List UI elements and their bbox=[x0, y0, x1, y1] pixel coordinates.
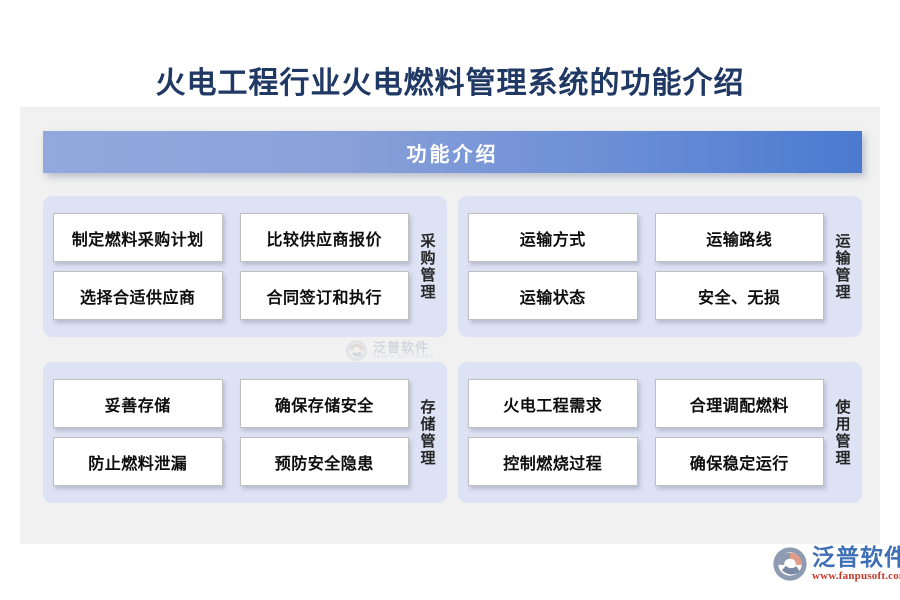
feature-box[interactable]: 运输状态 bbox=[468, 271, 638, 320]
panel-procurement[interactable]: 制定燃料采购计划 比较供应商报价 选择合适供应商 合同签订和执行 采购管理 bbox=[43, 196, 447, 337]
brand-logo: 泛普软件 www.fanpusoft.com bbox=[772, 546, 900, 582]
feature-box[interactable]: 选择合适供应商 bbox=[53, 271, 223, 320]
feature-box[interactable]: 控制燃烧过程 bbox=[468, 437, 638, 486]
feature-box[interactable]: 火电工程需求 bbox=[468, 379, 638, 428]
brand-name: 泛普软件 bbox=[812, 545, 900, 570]
panel-storage-boxes: 妥善存储 确保存储安全 防止燃料泄漏 预防安全隐患 bbox=[53, 362, 409, 503]
page-title: 火电工程行业火电燃料管理系统的功能介绍 bbox=[155, 67, 745, 100]
feature-box[interactable]: 确保存储安全 bbox=[239, 379, 409, 428]
panel-procurement-boxes: 制定燃料采购计划 比较供应商报价 选择合适供应商 合同签订和执行 bbox=[53, 196, 409, 337]
feature-box[interactable]: 防止燃料泄漏 bbox=[53, 437, 223, 486]
diagram-canvas: 功能介绍 制定燃料采购计划 比较供应商报价 选择合适供应商 合同签订和执行 采购… bbox=[20, 107, 880, 544]
feature-box[interactable]: 妥善存储 bbox=[53, 379, 223, 428]
panel-procurement-label: 采购管理 bbox=[418, 232, 435, 301]
feature-box[interactable]: 合理调配燃料 bbox=[654, 379, 824, 428]
feature-box[interactable]: 安全、无损 bbox=[654, 271, 824, 320]
brand-url: www.fanpusoft.com bbox=[812, 570, 900, 582]
panel-storage-label: 存储管理 bbox=[418, 398, 435, 467]
section-banner-label: 功能介绍 bbox=[406, 143, 499, 166]
feature-box[interactable]: 比较供应商报价 bbox=[239, 213, 409, 262]
feature-box[interactable]: 预防安全隐患 bbox=[239, 437, 409, 486]
panel-transport[interactable]: 运输方式 运输路线 运输状态 安全、无损 运输管理 bbox=[458, 196, 862, 337]
panel-grid: 制定燃料采购计划 比较供应商报价 选择合适供应商 合同签订和执行 采购管理 运输… bbox=[43, 196, 862, 503]
panel-transport-label: 运输管理 bbox=[833, 232, 850, 301]
panel-usage[interactable]: 火电工程需求 合理调配燃料 控制燃烧过程 确保稳定运行 使用管理 bbox=[458, 362, 862, 503]
panel-transport-boxes: 运输方式 运输路线 运输状态 安全、无损 bbox=[468, 196, 824, 337]
fanpu-logo-icon bbox=[773, 547, 807, 581]
panel-usage-label: 使用管理 bbox=[833, 398, 850, 467]
feature-box[interactable]: 制定燃料采购计划 bbox=[53, 213, 223, 262]
feature-box[interactable]: 合同签订和执行 bbox=[239, 271, 409, 320]
brand-text: 泛普软件 www.fanpusoft.com bbox=[812, 546, 900, 582]
feature-box[interactable]: 运输方式 bbox=[468, 213, 638, 262]
feature-box[interactable]: 运输路线 bbox=[654, 213, 824, 262]
feature-box[interactable]: 确保稳定运行 bbox=[654, 437, 824, 486]
section-banner: 功能介绍 bbox=[43, 131, 862, 173]
panel-usage-boxes: 火电工程需求 合理调配燃料 控制燃烧过程 确保稳定运行 bbox=[468, 362, 824, 503]
panel-storage[interactable]: 妥善存储 确保存储安全 防止燃料泄漏 预防安全隐患 存储管理 bbox=[43, 362, 447, 503]
